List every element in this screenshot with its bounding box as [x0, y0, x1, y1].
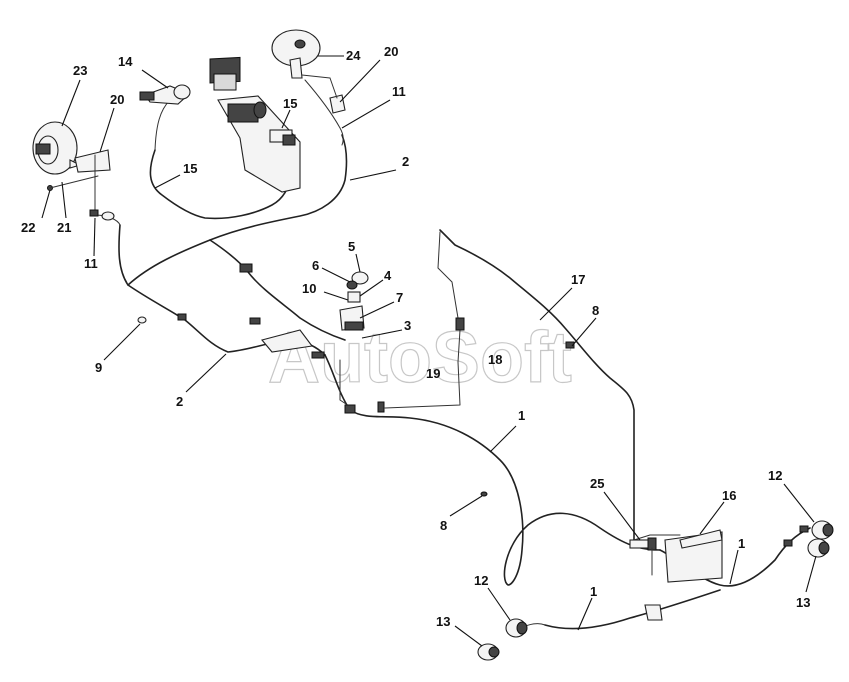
harness-2-upper: [127, 134, 348, 286]
callout-8-upper: 8: [592, 303, 599, 318]
mount-bracket-left: [74, 149, 111, 181]
callout-17: 17: [571, 272, 585, 287]
callout-2-lower: 2: [176, 394, 183, 409]
callout-16: 16: [722, 488, 736, 503]
callout-11-right: 11: [392, 84, 406, 99]
harness-2-branch-cab: [209, 239, 346, 341]
connector-8-upper: [565, 341, 575, 349]
callout-9: 9: [95, 360, 102, 375]
callout-25: 25: [590, 476, 604, 491]
callout-3: 3: [404, 318, 411, 333]
screw-left: [47, 175, 99, 191]
callout-23: 23: [73, 63, 87, 78]
callout-20-right: 20: [384, 44, 398, 59]
mount-bracket-right: [301, 74, 346, 114]
callout-1-right: 1: [738, 536, 745, 551]
harness-1-lower-left: [544, 589, 721, 630]
callout-15-harness: 15: [183, 161, 197, 176]
harness-11-right: [304, 79, 344, 146]
callout-12-left: 12: [474, 573, 488, 588]
leader-lines: [41, 55, 817, 647]
control-switch-14: [139, 84, 191, 105]
connectors-18-19: [344, 317, 465, 414]
callout-7: 7: [396, 290, 403, 305]
callout-8-lower: 8: [440, 518, 447, 533]
callout-13-right: 13: [796, 595, 810, 610]
harness-17: [439, 229, 635, 541]
harness-15: [149, 149, 293, 220]
relay-cluster: [339, 271, 369, 331]
callout-13-left: 13: [436, 614, 450, 629]
harness-2-connectors: [177, 263, 325, 359]
harness-14-lead: [154, 99, 171, 151]
callout-12-right: 12: [768, 468, 782, 483]
harness-1-main: [324, 354, 661, 586]
work-lamp-right: [271, 29, 321, 79]
connector-11-left: [89, 209, 115, 221]
tail-lamp-left: [477, 618, 528, 661]
callout-19: 19: [426, 366, 440, 381]
callout-22: 22: [21, 220, 35, 235]
grommet-9: [137, 316, 147, 324]
harness-17-inner: [384, 231, 461, 409]
tail-lamp-right: [783, 520, 834, 558]
callout-1-lower: 1: [590, 584, 597, 599]
callout-24: 24: [346, 48, 361, 63]
grommet-8-lower: [480, 491, 488, 497]
callout-21: 21: [57, 220, 71, 235]
sensor-25: [629, 537, 657, 576]
callout-1-upper: 1: [518, 408, 525, 423]
connector-harness-1: [644, 604, 663, 621]
callout-14: 14: [118, 54, 133, 69]
callout-5: 5: [348, 239, 355, 254]
callout-10: 10: [302, 281, 316, 296]
callout-20-left: 20: [110, 92, 124, 107]
callout-15-console: 15: [283, 96, 297, 111]
callout-2-upper: 2: [402, 154, 409, 169]
callout-18: 18: [488, 352, 502, 367]
callout-11-left: 11: [84, 256, 98, 271]
bracket-plate-16: [664, 529, 723, 583]
callout-6: 6: [312, 258, 319, 273]
operator-console: [209, 56, 301, 193]
callout-4: 4: [384, 268, 392, 283]
work-lamp-left: [32, 121, 82, 175]
